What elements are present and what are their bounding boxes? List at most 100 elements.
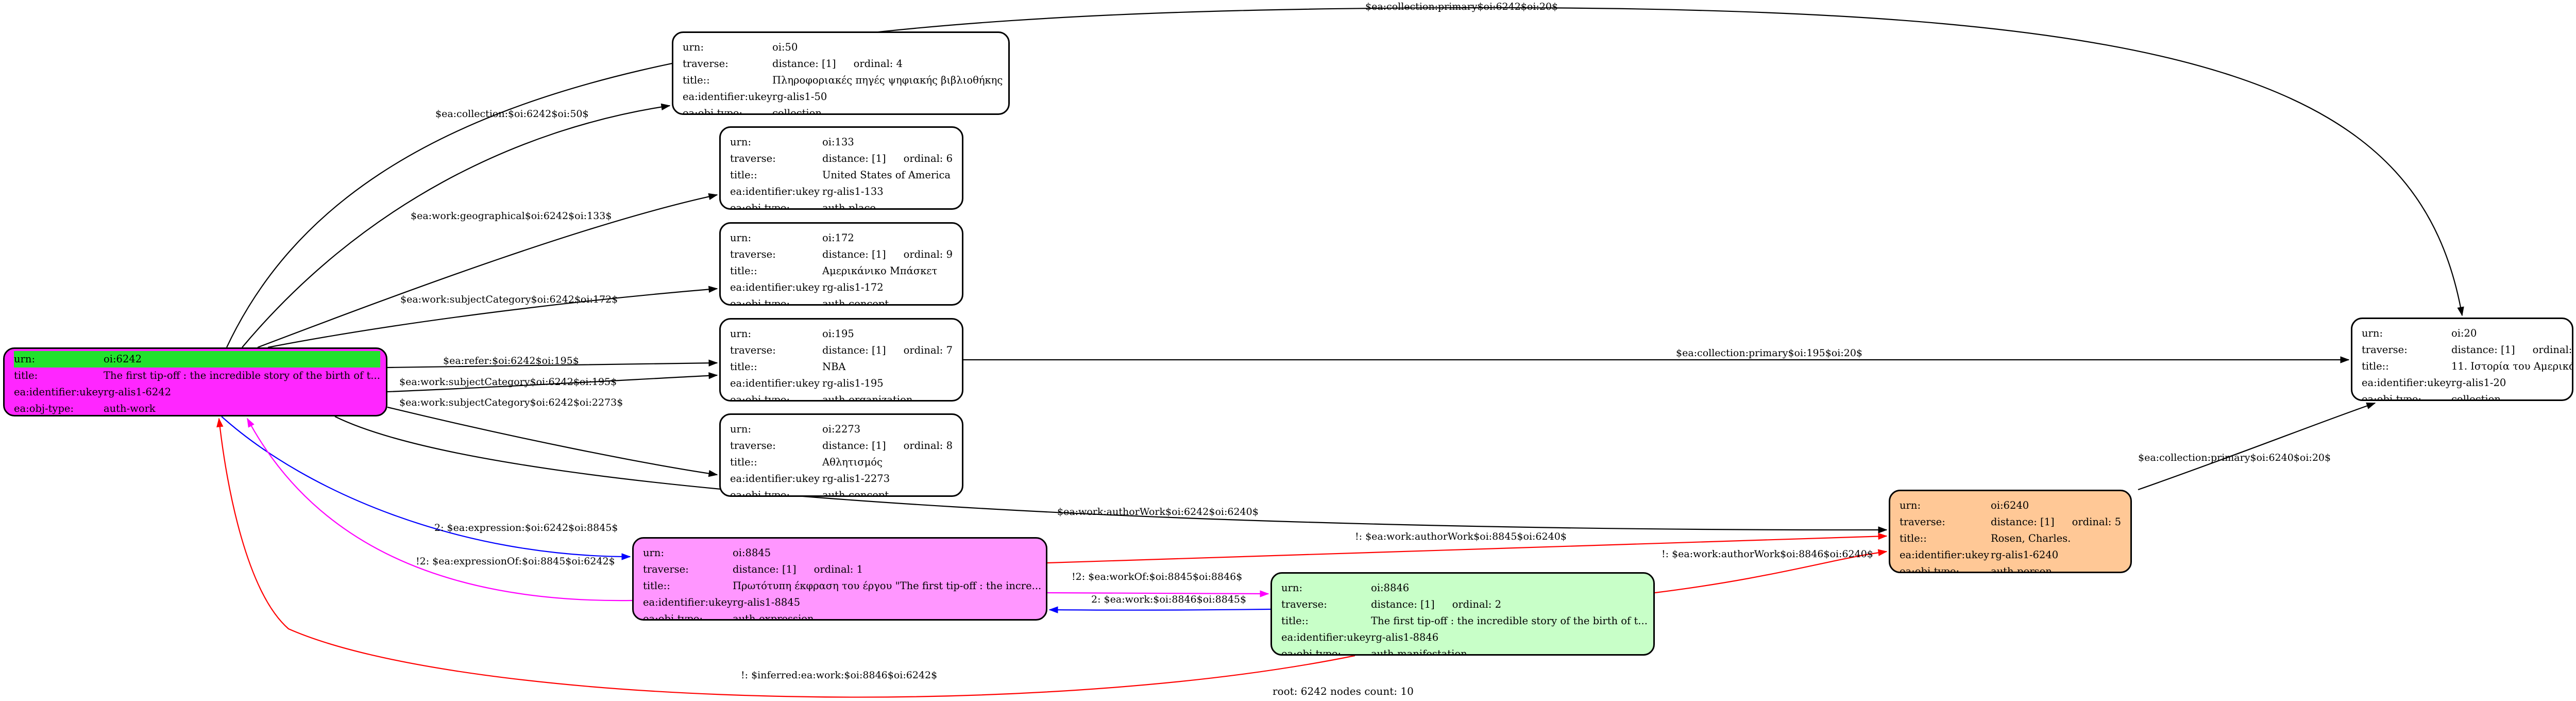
field-key: ea:identifier:ukey	[730, 377, 820, 389]
field-key: ea:obj-type:	[730, 202, 790, 210]
edge-label: !2: $ea:expressionOf:$oi:8845$oi:6242$	[416, 556, 615, 567]
edge-label: $ea:work:geographical$oi:6242$oi:133$	[411, 210, 612, 222]
field-value: auth-person	[1991, 563, 2121, 572]
field-value: 11. Ιστορία του Αμερικάνικου μπάσκετ	[2451, 358, 2572, 375]
field-key: ea:obj-type:	[730, 298, 790, 306]
field-key: title::	[2362, 360, 2389, 372]
field-key: ea:identifier:ukey	[14, 386, 104, 398]
field-ordinal: ordinal: 6	[903, 153, 953, 164]
field-value: Αθλητισμός	[822, 454, 953, 471]
edge-label: $ea:refer:$oi:6242$oi:195$	[443, 355, 579, 366]
field-key: ea:identifier:ukey	[1281, 631, 1371, 643]
node-field-row: traverse: distance: [1]ordinal: 8	[730, 438, 953, 454]
field-value-text: rg-alis1-20	[2451, 377, 2506, 389]
field-key: traverse:	[730, 153, 776, 164]
field-value-text: distance: [1]	[772, 58, 836, 70]
field-value: Αμερικάνικο Μπάσκετ	[822, 263, 953, 279]
field-key: ea:identifier:ukey	[730, 473, 820, 485]
field-value: distance: [1]ordinal: 8	[822, 438, 953, 454]
field-value-text: oi:133	[822, 136, 854, 148]
field-key: ea:obj-type:	[730, 489, 790, 497]
field-key: urn:	[683, 41, 704, 53]
field-value-text: oi:50	[772, 41, 798, 53]
node-field-row: urn:oi:2273	[730, 421, 953, 438]
field-value-text: rg-alis1-8845	[733, 596, 801, 608]
field-value-text: auth-manifestation	[1371, 648, 1467, 656]
field-key: urn:	[730, 328, 752, 340]
field-value: Rosen, Charles.	[1991, 530, 2121, 547]
field-value: rg-alis1-8846	[1371, 629, 1648, 646]
field-value: rg-alis1-50	[772, 89, 1003, 105]
field-key: title::	[730, 169, 757, 181]
edge-arrowhead	[1048, 606, 1058, 613]
edge-line	[242, 105, 670, 348]
node-field-row: title::Αμερικάνικο Μπάσκετ	[730, 263, 953, 279]
field-value: oi:8846	[1371, 580, 1648, 596]
field-ordinal: ordinal: 5	[2072, 516, 2121, 528]
field-value: rg-alis1-6242	[104, 384, 380, 400]
edge-label: $ea:work:subjectCategory$oi:6242$oi:2273…	[399, 397, 623, 408]
edge-arrowhead	[2340, 356, 2350, 363]
field-value-text: distance: [1]	[822, 440, 886, 452]
field-key: traverse:	[2362, 344, 2408, 356]
node-oi-2273[interactable]: urn:oi:2273 traverse: distance: [1]ordinal…	[719, 413, 963, 497]
field-key: traverse:	[730, 440, 776, 452]
field-value-text: rg-alis1-195	[822, 377, 884, 389]
edge-arrowhead	[1260, 590, 1269, 597]
node-field-row: urn: oi:50	[683, 39, 1003, 56]
field-key: title::	[683, 74, 710, 86]
edge-arrowhead	[1877, 549, 1888, 556]
field-value: oi:8845	[733, 545, 1041, 561]
node-field-row: ea:obj-type: auth-concept	[730, 487, 953, 497]
node-field-row: ea:obj-type:collection	[683, 105, 1003, 115]
field-value-text: oi:2273	[822, 423, 861, 435]
edge-label: $ea:collection:primary$oi:195$oi:20$	[1676, 347, 1862, 359]
field-value: oi:195	[822, 326, 953, 342]
field-key: title::	[643, 580, 670, 592]
node-oi-133[interactable]: urn:oi:133 traverse: distance: [1] ordinal:…	[719, 126, 963, 210]
node-field-row: ea:obj-type:auth-work	[14, 400, 380, 415]
field-value-text: rg-alis1-133	[822, 186, 884, 197]
edge-line	[1654, 550, 1887, 594]
edge-label: $ea:work:subjectCategory$oi:6242$oi:195$	[399, 376, 617, 388]
field-key: title::	[730, 361, 757, 373]
node-field-row: title::The first tip-off : the incredibl…	[1281, 613, 1648, 629]
field-value: auth-concept	[822, 487, 953, 495]
field-value: distance: [1]ordinal: 9	[822, 246, 953, 263]
edge-line	[1049, 608, 1271, 611]
node-field-row: title::NBA	[730, 359, 953, 375]
field-key: ea:obj-type:	[683, 107, 743, 115]
node-field-row: ea:obj-type: collection	[2362, 391, 2572, 401]
field-key: traverse:	[1900, 516, 1945, 528]
field-value-text: distance: [1]	[822, 153, 886, 164]
field-key: title::	[730, 265, 757, 277]
edge-label: !: $inferred:ea:work:$oi:8846$oi:6242$	[741, 670, 938, 681]
field-value: rg-alis1-20	[2451, 375, 2572, 391]
field-key: urn:	[14, 351, 104, 368]
field-value-text: distance: [1]	[1371, 598, 1435, 610]
edge-label: $ea:collection:primary$oi:6240$oi:20$	[2138, 452, 2331, 463]
field-value-text: distance: [1]	[733, 563, 796, 575]
node-field-row: urn:oi:133	[730, 134, 953, 151]
field-value-text: Αθλητισμός	[822, 456, 883, 468]
field-key: ea:obj-type:	[2362, 393, 2422, 401]
field-key: ea:obj-type:	[730, 394, 790, 402]
field-value: collection	[2451, 391, 2572, 399]
edge-line	[387, 362, 718, 369]
